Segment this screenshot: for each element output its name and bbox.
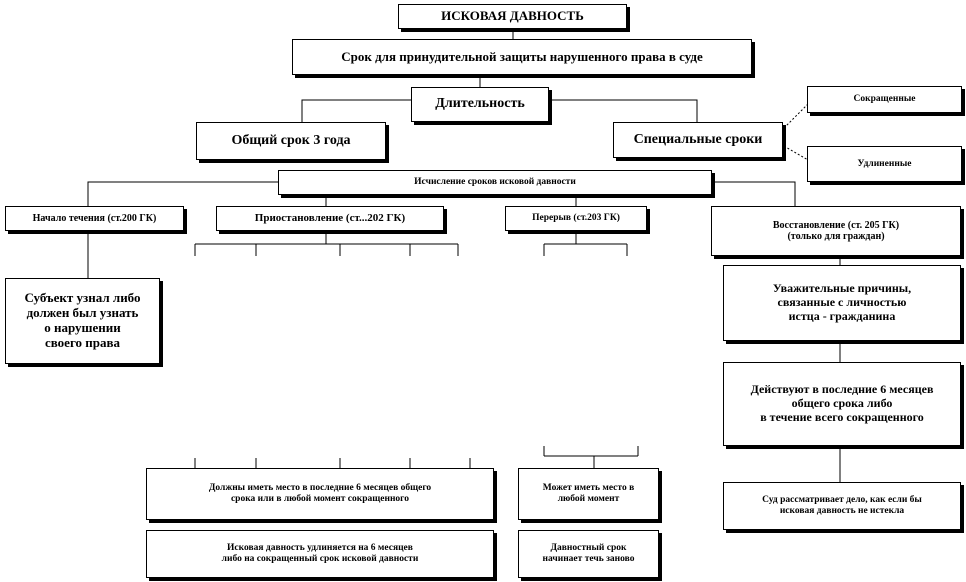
court-considers-text: Суд рассматривает дело, как если бы иско… [762, 495, 922, 516]
restoration-text: Восстановление (ст. 205 ГК) (только для … [772, 219, 900, 243]
interruption-text: Перерыв (ст.203 ГК) [532, 213, 620, 224]
suspension-must-occur-text: Должны иметь место в последние 6 месяцев… [208, 483, 432, 504]
duration-text: Длительность [435, 96, 525, 112]
extended-box: Удлиненные [807, 146, 962, 182]
title-box: ИСКОВАЯ ДАВНОСТЬ [398, 4, 627, 29]
valid-reasons-text: Уважительные причины, связанные с личнос… [772, 281, 912, 323]
valid-reasons-box: Уважительные причины, связанные с личнос… [723, 265, 961, 341]
special-terms-box: Специальные сроки [613, 122, 783, 158]
suspension-text: Приостановление (ст...202 ГК) [254, 212, 406, 225]
interruption-restart-text: Давностный срок начинает течь заново [542, 543, 635, 564]
start-box: Начало течения (ст.200 ГК) [5, 206, 184, 231]
special-terms-text: Специальные сроки [633, 131, 763, 147]
start-text: Начало течения (ст.200 ГК) [32, 212, 157, 224]
general-term-box: Общий срок 3 года [196, 122, 386, 160]
act-last-months-text: Действуют в последние 6 месяцев общего с… [750, 382, 934, 424]
act-last-months-box: Действуют в последние 6 месяцев общего с… [723, 362, 961, 446]
interruption-any-time-box: Может иметь место в любой момент [518, 468, 659, 520]
subject-knew-box: Субъект узнал либо должен был узнать о н… [5, 278, 160, 364]
interruption-restart-box: Давностный срок начинает течь заново [518, 530, 659, 578]
general-term-text: Общий срок 3 года [231, 132, 351, 148]
calculation-box: Исчисление сроков исковой давности [278, 170, 712, 195]
duration-box: Длительность [411, 87, 549, 122]
suspension-must-occur-box: Должны иметь место в последние 6 месяцев… [146, 468, 494, 520]
title-text: ИСКОВАЯ ДАВНОСТЬ [441, 8, 584, 24]
court-considers-box: Суд рассматривает дело, как если бы иско… [723, 482, 961, 530]
calculation-text: Исчисление сроков исковой давности [414, 177, 576, 188]
interruption-box: Перерыв (ст.203 ГК) [505, 206, 647, 231]
restoration-box: Восстановление (ст. 205 ГК) (только для … [711, 206, 961, 256]
shortened-text: Сокращенные [853, 94, 916, 105]
suspension-box: Приостановление (ст...202 ГК) [216, 206, 444, 231]
subject-knew-text: Субъект узнал либо должен был узнать о н… [24, 290, 141, 350]
shortened-box: Сокращенные [807, 86, 962, 113]
suspension-extends-text: Исковая давность удлиняется на 6 месяцев… [221, 543, 419, 564]
extended-text: Удлиненные [857, 158, 912, 169]
interruption-any-time-text: Может иметь место в любой момент [542, 483, 635, 504]
definition-box: Срок для принудительной защиты нарушенно… [292, 39, 752, 75]
definition-text: Срок для принудительной защиты нарушенно… [341, 48, 703, 64]
suspension-extends-box: Исковая давность удлиняется на 6 месяцев… [146, 530, 494, 578]
